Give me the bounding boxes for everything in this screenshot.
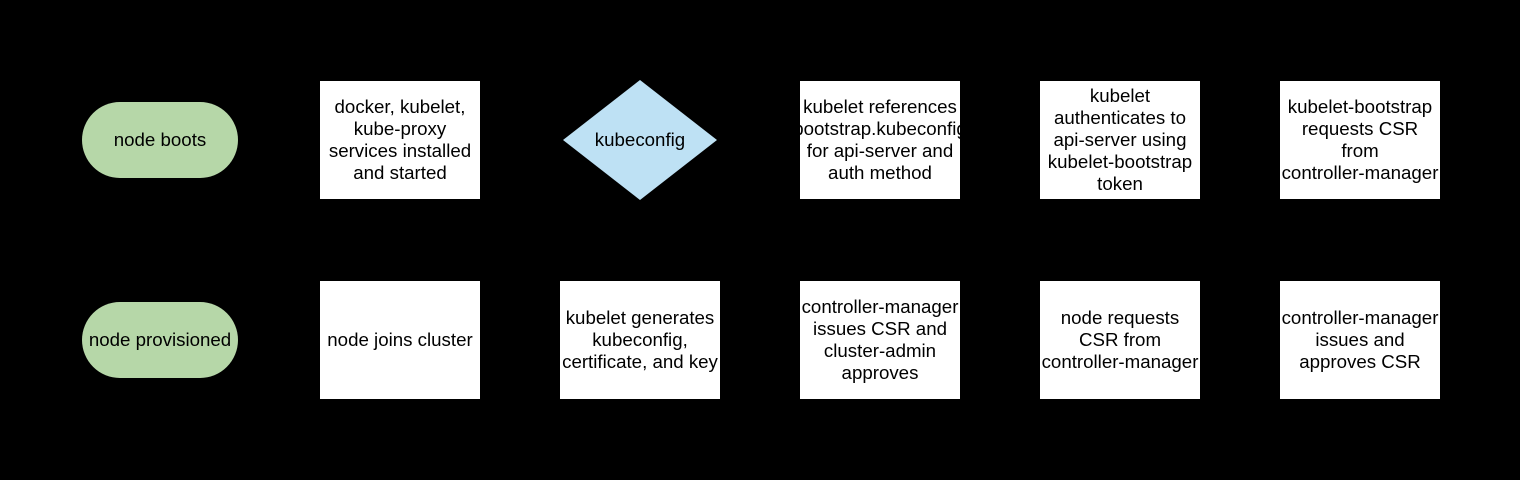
node-label: kubelet references bootstrap.kubeconfig …	[800, 96, 960, 183]
node-label: node requests CSR from controller-manage…	[1041, 307, 1199, 372]
process-node-requests-csr: node requests CSR from controller-manage…	[1040, 281, 1200, 399]
process-services-installed: docker, kubelet, kube-proxy services ins…	[320, 81, 480, 199]
node-label: kubelet authenticates to api-server usin…	[1047, 85, 1193, 194]
terminator-node-provisioned: node provisioned	[82, 302, 238, 378]
process-controller-manager-issues-and-approves-csr: controller-manager issues and approves C…	[1280, 281, 1440, 399]
process-node-joins-cluster: node joins cluster	[320, 281, 480, 399]
process-kubelet-generates-kubeconfig: kubelet generates kubeconfig, certificat…	[560, 281, 720, 399]
decision-kubeconfig: kubeconfig	[563, 80, 717, 200]
node-label: controller-manager issues and approves C…	[1281, 307, 1439, 372]
node-label: docker, kubelet, kube-proxy services ins…	[328, 96, 472, 183]
terminator-node-boots: node boots	[82, 102, 238, 178]
node-label: kubeconfig	[594, 129, 686, 150]
node-label: kubelet generates kubeconfig, certificat…	[562, 307, 718, 372]
process-controller-manager-issues-csr-cluster-admin-approves: controller-manager issues CSR and cluste…	[800, 281, 960, 399]
node-label: kubelet-bootstrap requests CSR from cont…	[1281, 96, 1439, 183]
process-kubelet-authenticates-to-api-server: kubelet authenticates to api-server usin…	[1040, 81, 1200, 199]
node-label: node provisioned	[88, 329, 232, 350]
node-label: node boots	[113, 129, 207, 150]
node-label: controller-manager issues CSR and cluste…	[801, 296, 959, 383]
process-kubelet-bootstrap-requests-csr: kubelet-bootstrap requests CSR from cont…	[1280, 81, 1440, 199]
node-label: node joins cluster	[327, 329, 473, 350]
process-kubelet-references-bootstrap-kubeconfig: kubelet references bootstrap.kubeconfig …	[800, 81, 960, 199]
